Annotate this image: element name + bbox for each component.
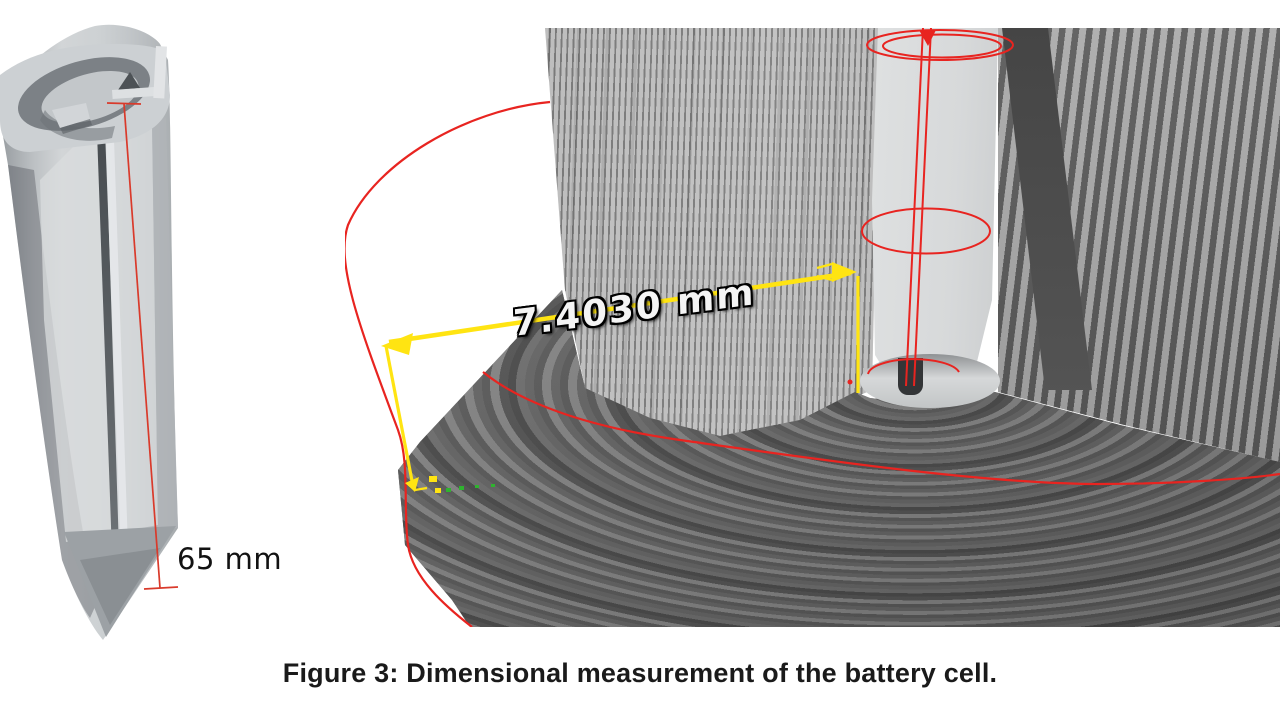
cell-cut-face (40, 122, 158, 542)
battery-cell-render (0, 24, 179, 641)
figure-caption: Figure 3: Dimensional measurement of the… (282, 658, 998, 688)
cap-cut-edge (153, 46, 167, 99)
cap-inner-shadow (40, 110, 115, 141)
core-hole-rim (860, 354, 1000, 408)
electrode-stripe-wall (545, 28, 880, 436)
cell-center-groove (97, 131, 121, 554)
cap-notch-bar (112, 86, 157, 99)
radius-arrowhead-left (381, 333, 413, 355)
cell-bottom-speckle-texture (80, 548, 160, 625)
cap-notch-triangle (118, 72, 140, 90)
core-hole-slot (898, 358, 923, 395)
cell-right-surface (152, 118, 178, 530)
cap-tab (52, 103, 90, 128)
battery-cell-cutaway-image: 65 mm (0, 18, 320, 648)
jelly-roll-closeup-image: 7.4030 mm (345, 28, 1280, 627)
height-measure-line (106, 102, 179, 590)
cap-tab-shadow (60, 119, 92, 134)
height-dimension-label: 65 mm (177, 542, 283, 576)
cell-groove-highlight (106, 139, 128, 550)
